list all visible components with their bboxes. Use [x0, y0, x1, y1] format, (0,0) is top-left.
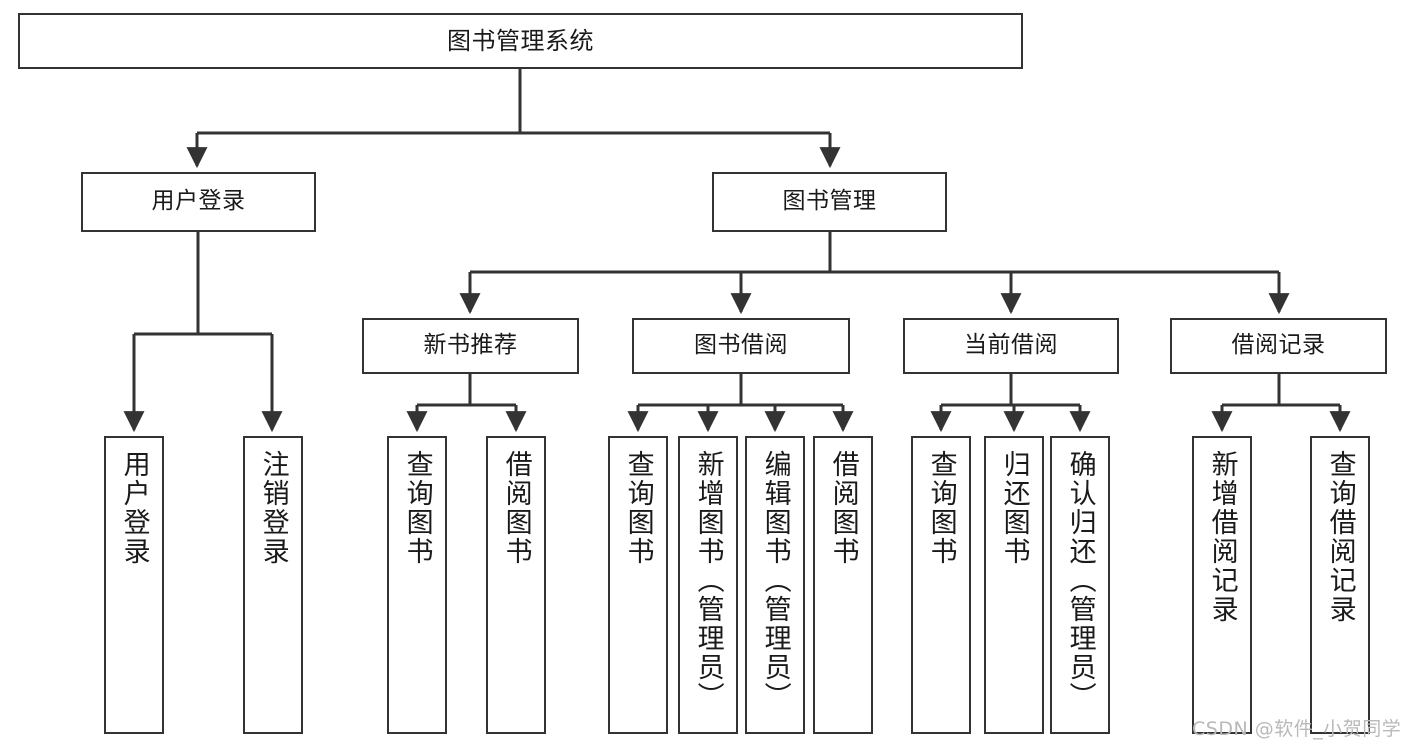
leaf-node-label: 借阅图书: [500, 450, 532, 566]
leaf-node-label: 查询图书: [622, 450, 654, 566]
node-root-system[interactable]: 图书管理系统: [18, 13, 1023, 69]
leaf-node-label: 注销登录: [257, 450, 289, 566]
node-borrow-record-label: 借阅记录: [1231, 332, 1326, 359]
leaf-node-label: 新增借阅记录: [1206, 450, 1238, 624]
leaf-node[interactable]: 归还图书: [984, 436, 1044, 734]
node-current-borrow-label: 当前借阅: [964, 332, 1058, 359]
node-current-borrow[interactable]: 当前借阅: [903, 318, 1119, 374]
leaf-node[interactable]: 查询图书: [608, 436, 668, 734]
leaf-node[interactable]: 编辑图书（管理员）: [745, 436, 805, 734]
leaf-node-label: 归还图书: [998, 450, 1030, 566]
leaf-node[interactable]: 查询借阅记录: [1310, 436, 1370, 734]
leaf-node-label: 用户登录: [118, 450, 150, 566]
leaf-node-label: 查询图书: [925, 450, 957, 566]
leaf-node-label: 新增图书（管理员）: [692, 450, 724, 711]
leaf-node-label: 借阅图书: [827, 450, 859, 566]
node-new-book-recommendation[interactable]: 新书推荐: [362, 318, 579, 374]
leaf-node[interactable]: 查询图书: [911, 436, 971, 734]
node-book-management[interactable]: 图书管理: [712, 172, 947, 232]
csdn-watermark: CSDN @软件_小贺同学: [1192, 718, 1402, 740]
leaf-node[interactable]: 借阅图书: [486, 436, 546, 734]
node-user-login-label: 用户登录: [151, 188, 246, 215]
leaf-node[interactable]: 查询图书: [387, 436, 447, 734]
leaf-node-label: 确认归还（管理员）: [1064, 450, 1096, 711]
leaf-node[interactable]: 借阅图书: [813, 436, 873, 734]
leaf-node[interactable]: 新增借阅记录: [1192, 436, 1252, 734]
leaf-node[interactable]: 新增图书（管理员）: [678, 436, 738, 734]
leaf-node[interactable]: 用户登录: [104, 436, 164, 734]
leaf-node-label: 查询图书: [401, 450, 433, 566]
leaf-node-label: 编辑图书（管理员）: [759, 450, 791, 711]
node-borrow-record[interactable]: 借阅记录: [1170, 318, 1387, 374]
node-book-borrow[interactable]: 图书借阅: [632, 318, 850, 374]
node-book-borrow-label: 图书借阅: [694, 332, 788, 359]
node-book-management-label: 图书管理: [782, 188, 877, 215]
leaf-node[interactable]: 确认归还（管理员）: [1050, 436, 1110, 734]
node-root-label: 图书管理系统: [447, 26, 594, 55]
node-user-login[interactable]: 用户登录: [81, 172, 316, 232]
leaf-node-label: 查询借阅记录: [1324, 450, 1356, 624]
node-new-book-recommendation-label: 新书推荐: [423, 332, 518, 359]
leaf-node[interactable]: 注销登录: [243, 436, 303, 734]
